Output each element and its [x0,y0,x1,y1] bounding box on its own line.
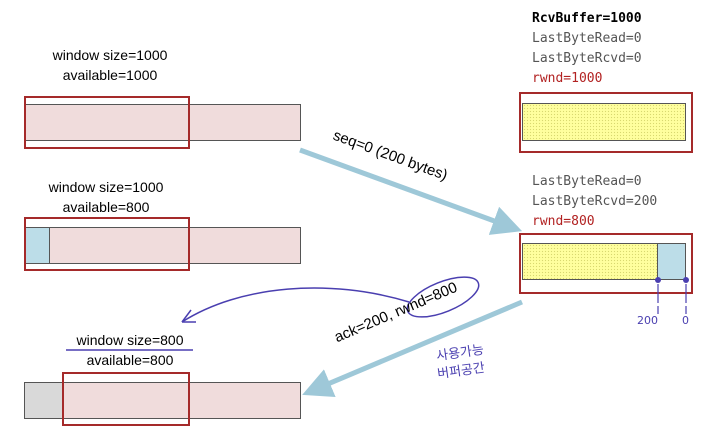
mark-0-dot [683,277,689,283]
rwnd-circle-annotation [406,276,480,318]
rcv-1-rwnd: rwnd=1000 [532,71,603,86]
sender-3-available: available=800 [86,352,174,368]
rcv-2-buffer-frame [519,233,693,294]
rcv-2-free-space [522,243,658,280]
sender-2-window-size: window size=1000 [48,179,164,195]
rcv-1-buffer-frame [519,92,693,153]
sender-2-window [24,217,190,271]
sender-1-window-size: window size=1000 [52,47,168,63]
rcv-2-last-byte-read: LastByteRead=0 [532,174,642,189]
rcv-2-received-data [657,243,686,280]
rcv-1-last-byte-rcvd: LastByteRcvd=0 [532,51,642,66]
seq-arrow [299,147,523,235]
rcv-2-last-byte-rcvd: LastByteRcvd=200 [532,194,658,209]
rcv-buffer-label: RcvBuffer=1000 [532,11,642,26]
sender-1-available: available=1000 [62,67,158,83]
handwritten-mark-0: 0 [682,314,689,327]
ack-arrow [302,299,523,397]
sender-2-sent-segment [24,227,50,264]
rcv-2-rwnd: rwnd=800 [532,214,595,229]
sender-2-available: available=800 [62,199,150,215]
handwritten-mark-200: 200 [637,314,658,327]
sender-1-window [24,96,190,149]
sender-1-buffer [24,104,301,141]
sender-3-window-size: window size=800 [76,332,184,348]
mark-200-dot [655,277,661,283]
rcv-1-free-space [522,103,686,141]
sender-2-buffer [24,227,301,264]
handwritten-curve-arrow [181,287,410,323]
sender-3-window [62,372,190,426]
rcv-1-last-byte-read: LastByteRead=0 [532,31,642,46]
sender-3-buffer [24,382,301,419]
